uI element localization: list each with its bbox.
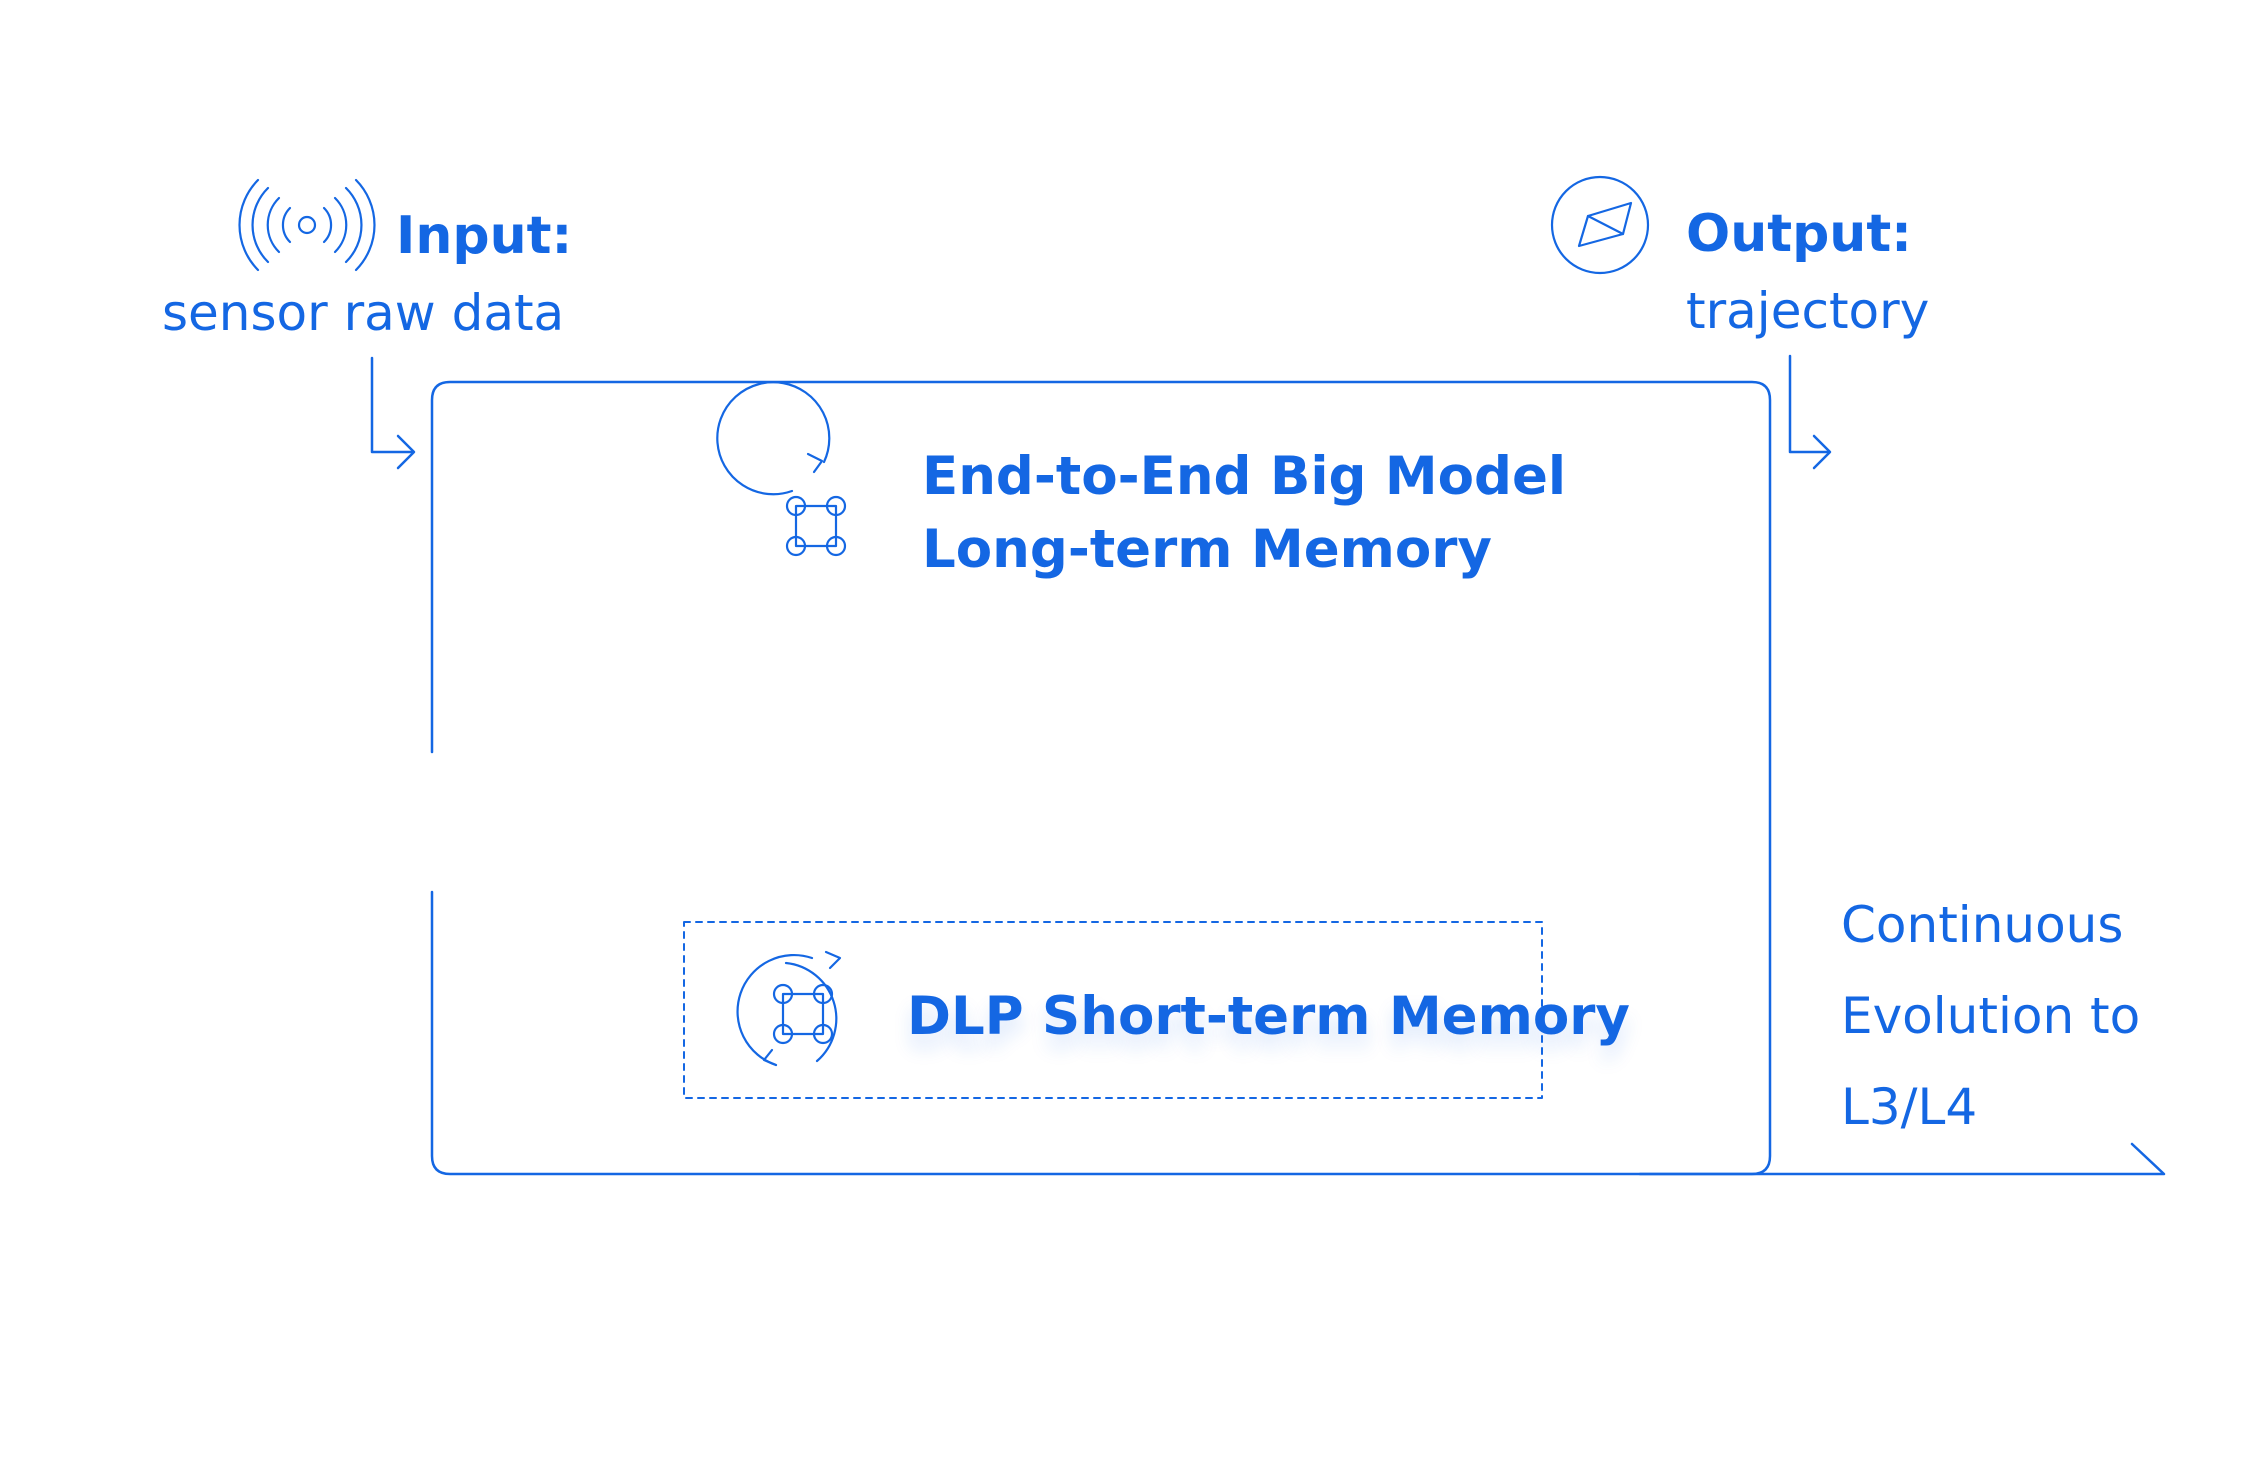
output-label: Output: [1686,204,1912,264]
dlp-dashed-box [683,921,1543,1099]
evolution-line3: L3/L4 [1841,1078,1978,1136]
evolution-line1: Continuous [1841,896,2124,954]
model-command-cycle-icon [716,381,847,557]
main-model-frame [430,380,1772,1176]
input-label: Input: [396,206,573,266]
dlp-command-cycle-icon [736,950,842,1067]
output-arrow [1788,354,1832,470]
dlp-label: DLP Short-term Memory [907,986,1630,1047]
evolution-line2: Evolution to [1841,987,2141,1045]
signal-broadcast-icon [238,178,376,272]
input-description: sensor raw data [162,284,565,342]
model-title-line1: End-to-End Big Model [922,446,1567,507]
model-title-line2: Long-term Memory [922,519,1492,580]
input-arrow [370,356,416,470]
evolution-arrow [1638,1142,2166,1176]
compass-icon [1550,175,1650,275]
output-description: trajectory [1686,282,1930,340]
